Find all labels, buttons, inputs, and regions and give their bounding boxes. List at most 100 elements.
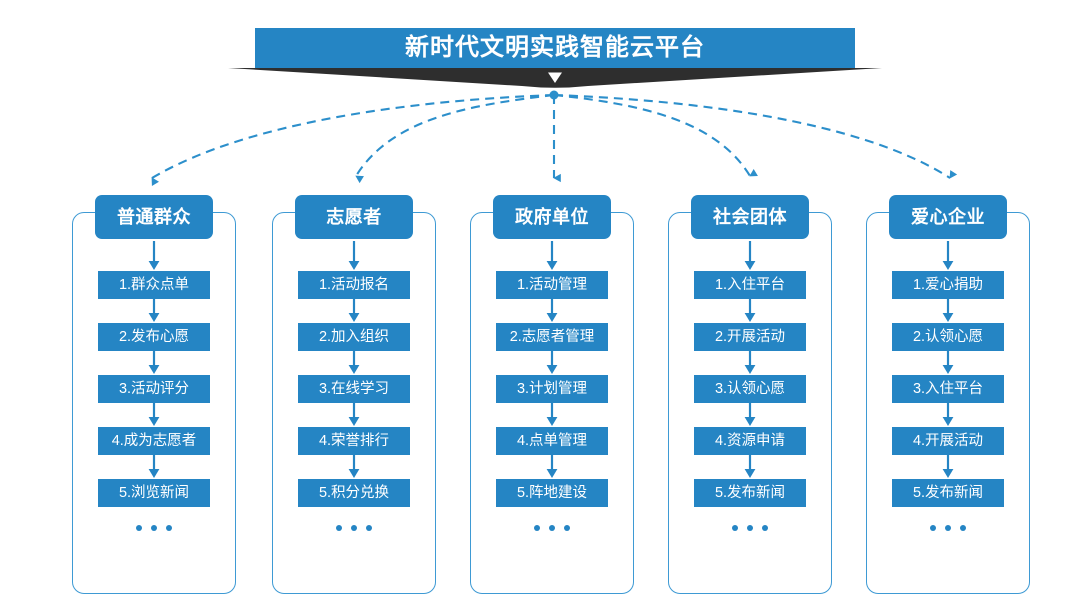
arrow-header-to-step-icon: [546, 241, 558, 270]
more-indicator: [73, 525, 235, 531]
arrow-down-icon: [546, 299, 558, 322]
step-item[interactable]: 4.成为志愿者: [98, 427, 210, 455]
step-list-0: 1.群众点单 2.发布心愿 3.活动评分 4.成为志愿者 5.浏览新闻: [73, 271, 235, 531]
step-label: 1.入住平台: [714, 276, 786, 293]
column-header-1[interactable]: 志愿者: [295, 195, 413, 239]
dot-icon: [336, 525, 342, 531]
step-item[interactable]: 4.开展活动: [892, 427, 1004, 455]
step-item[interactable]: 5.阵地建设: [496, 479, 608, 507]
step-label: 2.认领心愿: [912, 328, 984, 345]
column-header-0[interactable]: 普通群众: [95, 195, 213, 239]
step-item[interactable]: 3.入住平台: [892, 375, 1004, 403]
column-header-label: 爱心企业: [911, 207, 985, 227]
column-header-2[interactable]: 政府单位: [493, 195, 611, 239]
chevron-down-icon: [548, 72, 562, 83]
dot-icon: [945, 525, 951, 531]
dot-icon: [762, 525, 768, 531]
step-item[interactable]: 5.发布新闻: [694, 479, 806, 507]
arrow-down-icon: [148, 455, 160, 478]
arrow-down-icon: [744, 455, 756, 478]
arrow-down-icon: [546, 403, 558, 426]
step-list-2: 1.活动管理 2.志愿者管理 3.计划管理 4.点单管理 5.阵地建设: [471, 271, 633, 531]
step-item[interactable]: 4.资源申请: [694, 427, 806, 455]
more-indicator: [471, 525, 633, 531]
step-item[interactable]: 5.浏览新闻: [98, 479, 210, 507]
arrow-down-icon: [942, 351, 954, 374]
page-title: 新时代文明实践智能云平台: [405, 34, 705, 61]
step-label: 5.发布新闻: [912, 484, 984, 501]
arrow-down-icon: [744, 299, 756, 322]
step-label: 5.积分兑换: [318, 484, 390, 501]
step-item[interactable]: 2.加入组织: [298, 323, 410, 351]
dot-icon: [351, 525, 357, 531]
more-indicator: [273, 525, 435, 531]
dot-icon: [136, 525, 142, 531]
step-label: 1.活动报名: [318, 276, 390, 293]
step-label: 2.开展活动: [714, 328, 786, 345]
step-item[interactable]: 2.开展活动: [694, 323, 806, 351]
step-item[interactable]: 2.认领心愿: [892, 323, 1004, 351]
step-item[interactable]: 4.点单管理: [496, 427, 608, 455]
arrow-down-icon: [744, 403, 756, 426]
dot-icon: [747, 525, 753, 531]
role-column-社会团体: 社会团体 1.入住平台 2.开展活动 3.认领心愿 4.资源申请 5.发布新闻: [668, 195, 832, 594]
step-label: 4.点单管理: [516, 432, 588, 449]
step-label: 1.爱心捐助: [912, 276, 984, 293]
dot-icon: [549, 525, 555, 531]
role-column-爱心企业: 爱心企业 1.爱心捐助 2.认领心愿 3.入住平台 4.开展活动 5.发布新闻: [866, 195, 1030, 594]
column-header-label: 政府单位: [515, 207, 589, 227]
step-list-1: 1.活动报名 2.加入组织 3.在线学习 4.荣誉排行 5.积分兑换: [273, 271, 435, 531]
step-item[interactable]: 5.发布新闻: [892, 479, 1004, 507]
step-item[interactable]: 5.积分兑换: [298, 479, 410, 507]
step-label: 3.在线学习: [318, 380, 390, 397]
arrow-header-to-step-icon: [348, 241, 360, 270]
step-item[interactable]: 3.在线学习: [298, 375, 410, 403]
step-label: 4.开展活动: [912, 432, 984, 449]
arrow-down-icon: [148, 299, 160, 322]
step-item[interactable]: 2.发布心愿: [98, 323, 210, 351]
dot-icon: [166, 525, 172, 531]
step-label: 5.阵地建设: [516, 484, 588, 501]
arrow-header-to-step-icon: [744, 241, 756, 270]
arrow-down-icon: [148, 351, 160, 374]
step-label: 2.发布心愿: [118, 328, 190, 345]
column-header-label: 社会团体: [713, 207, 787, 227]
step-item[interactable]: 1.入住平台: [694, 271, 806, 299]
more-indicator: [669, 525, 831, 531]
step-item[interactable]: 3.认领心愿: [694, 375, 806, 403]
title-ribbon-shadow: [228, 68, 882, 90]
arrow-down-icon: [348, 455, 360, 478]
column-header-3[interactable]: 社会团体: [691, 195, 809, 239]
step-label: 2.加入组织: [318, 328, 390, 345]
dot-icon: [930, 525, 936, 531]
role-column-政府单位: 政府单位 1.活动管理 2.志愿者管理 3.计划管理 4.点单管理 5.阵地建设: [470, 195, 634, 594]
step-item[interactable]: 2.志愿者管理: [496, 323, 608, 351]
column-header-4[interactable]: 爱心企业: [889, 195, 1007, 239]
step-item[interactable]: 1.活动管理: [496, 271, 608, 299]
arrow-down-icon: [348, 403, 360, 426]
step-item[interactable]: 1.群众点单: [98, 271, 210, 299]
step-label: 4.荣誉排行: [318, 432, 390, 449]
platform-title-banner: 新时代文明实践智能云平台: [255, 28, 855, 68]
step-label: 5.发布新闻: [714, 484, 786, 501]
step-item[interactable]: 3.计划管理: [496, 375, 608, 403]
step-label: 2.志愿者管理: [509, 328, 595, 345]
column-header-label: 志愿者: [326, 207, 382, 227]
dot-icon: [534, 525, 540, 531]
role-column-志愿者: 志愿者 1.活动报名 2.加入组织 3.在线学习 4.荣誉排行 5.积分兑换: [272, 195, 436, 594]
arrow-down-icon: [546, 351, 558, 374]
dot-icon: [366, 525, 372, 531]
arrow-down-icon: [546, 455, 558, 478]
step-list-4: 1.爱心捐助 2.认领心愿 3.入住平台 4.开展活动 5.发布新闻: [867, 271, 1029, 531]
dot-icon: [732, 525, 738, 531]
step-item[interactable]: 4.荣誉排行: [298, 427, 410, 455]
step-list-3: 1.入住平台 2.开展活动 3.认领心愿 4.资源申请 5.发布新闻: [669, 271, 831, 531]
step-item[interactable]: 1.活动报名: [298, 271, 410, 299]
step-item[interactable]: 1.爱心捐助: [892, 271, 1004, 299]
step-label: 3.认领心愿: [714, 380, 786, 397]
arrow-down-icon: [348, 299, 360, 322]
step-item[interactable]: 3.活动评分: [98, 375, 210, 403]
arrow-header-to-step-icon: [148, 241, 160, 270]
